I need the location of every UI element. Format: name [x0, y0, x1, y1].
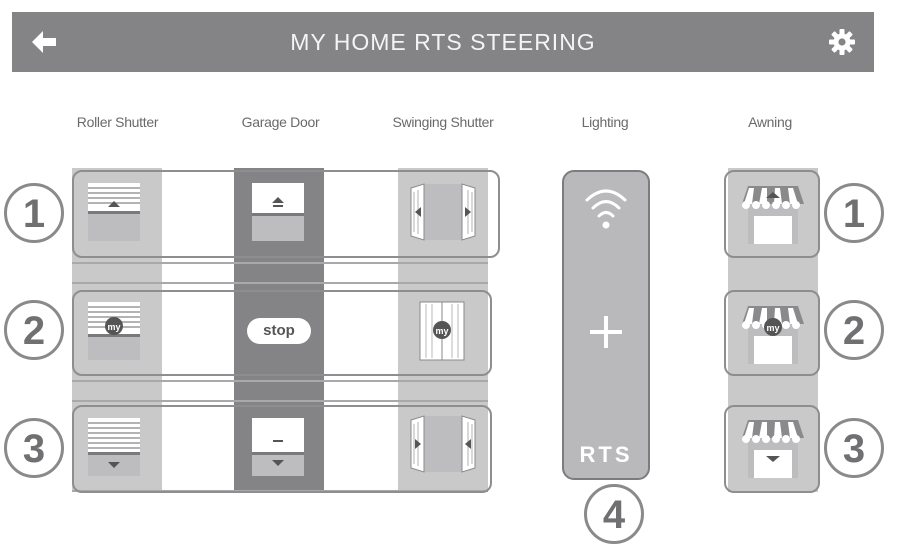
garage-door-up-icon[interactable] [252, 183, 304, 241]
arrow-left-icon[interactable] [30, 29, 58, 55]
roller-shutter-my-icon[interactable]: my [88, 302, 140, 360]
callout-3-right: 3 [824, 418, 884, 478]
column-header-awning: Awning [748, 114, 792, 130]
column-header-lighting: Lighting [581, 114, 629, 130]
lighting-rts-button[interactable]: RTS [562, 170, 650, 480]
my-label: my [435, 326, 448, 336]
row-divider [72, 282, 488, 284]
gear-icon[interactable] [828, 28, 856, 56]
column-header-garage-door: Garage Door [241, 114, 320, 130]
stop-button[interactable]: stop [247, 318, 311, 344]
awning-my-icon[interactable]: my [740, 302, 806, 366]
app-header: MY HOME RTS STEERING [12, 12, 874, 72]
awning-up-frame[interactable] [724, 170, 820, 258]
callout-1-right: 1 [824, 183, 884, 243]
swinging-shutter-my-icon[interactable]: my [418, 300, 466, 362]
wifi-icon [585, 189, 627, 229]
my-label: my [766, 323, 779, 333]
roller-shutter-down-icon[interactable] [88, 418, 140, 476]
row-divider [72, 400, 488, 402]
swinging-shutter-open-icon[interactable] [410, 180, 476, 244]
row-divider [72, 262, 488, 264]
callout-2-right: 2 [824, 300, 884, 360]
down-row[interactable] [72, 405, 492, 493]
awning-down-icon[interactable] [740, 416, 806, 480]
my-row[interactable] [72, 290, 492, 376]
awning-my-frame[interactable] [724, 290, 820, 376]
callout-2-left: 2 [4, 300, 64, 360]
page-title: MY HOME RTS STEERING [290, 29, 596, 55]
rts-label: RTS [579, 442, 633, 467]
awning-up-icon[interactable] [740, 182, 806, 246]
garage-door-down-icon[interactable] [252, 418, 304, 476]
callout-1-left: 1 [4, 183, 64, 243]
awning-down-frame[interactable] [724, 405, 820, 493]
callout-4: 4 [584, 484, 644, 544]
column-header-roller-shutter: Roller Shutter [76, 114, 159, 130]
up-row[interactable] [72, 170, 500, 258]
swinging-shutter-close-icon[interactable] [410, 412, 476, 476]
roller-shutter-up-icon[interactable] [88, 183, 140, 241]
plus-icon [590, 316, 622, 348]
callout-3-left: 3 [4, 418, 64, 478]
my-label: my [107, 322, 120, 332]
row-divider [72, 380, 488, 382]
column-header-swinging-shutter: Swinging Shutter [392, 114, 494, 130]
